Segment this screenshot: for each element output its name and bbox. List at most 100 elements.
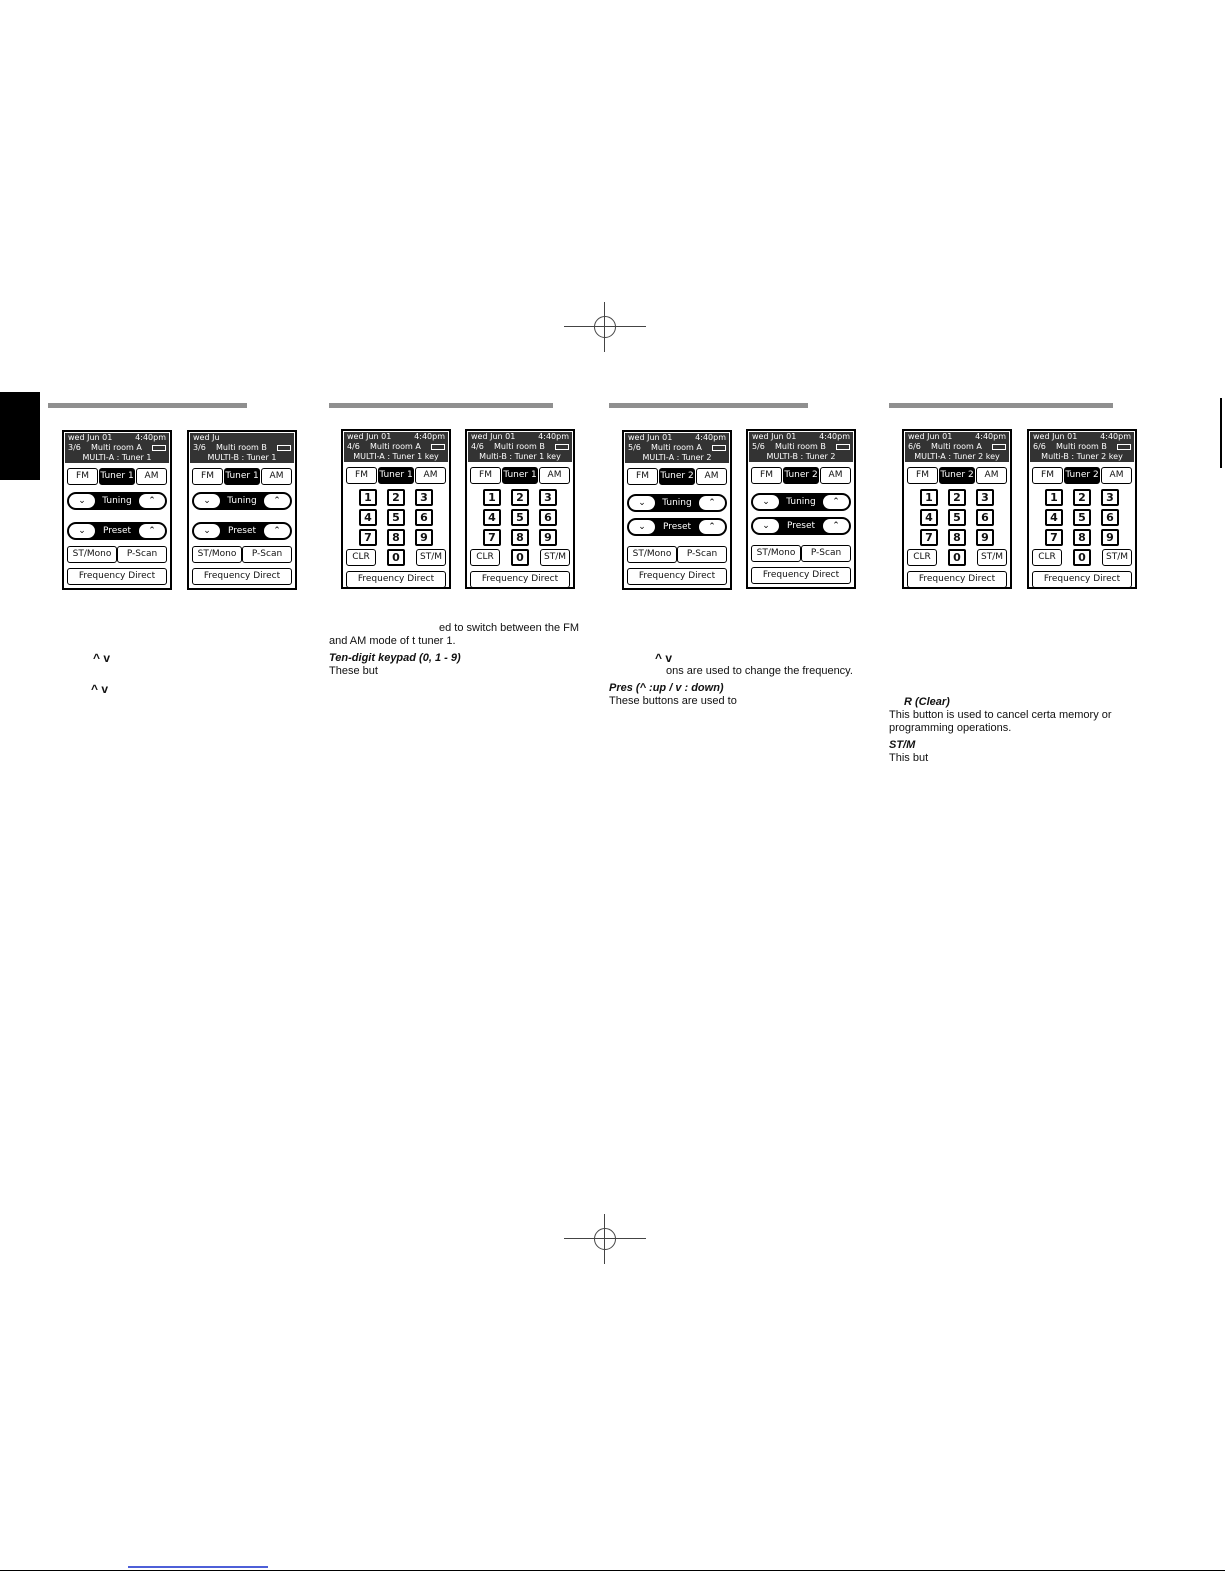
key-4[interactable]: 4 xyxy=(359,509,377,526)
key-7[interactable]: 7 xyxy=(920,529,938,546)
preset-down-button[interactable]: ⌄ xyxy=(753,519,779,533)
frequency-direct-button[interactable]: Frequency Direct xyxy=(907,571,1007,588)
st-m-button[interactable]: ST/M xyxy=(977,549,1007,566)
key-8[interactable]: 8 xyxy=(511,529,529,546)
key-4[interactable]: 4 xyxy=(920,509,938,526)
tuning-down-button[interactable]: ⌄ xyxy=(753,495,779,509)
key-9[interactable]: 9 xyxy=(415,529,433,546)
key-0[interactable]: 0 xyxy=(1073,549,1091,566)
frequency-direct-button[interactable]: Frequency Direct xyxy=(751,567,851,584)
p-scan-button[interactable]: P-Scan xyxy=(242,546,292,563)
fm-button[interactable]: FM xyxy=(907,467,938,484)
key-5[interactable]: 5 xyxy=(387,509,405,526)
tuning-up-button[interactable]: ⌃ xyxy=(139,494,165,508)
fm-button[interactable]: FM xyxy=(470,467,501,484)
fm-button[interactable]: FM xyxy=(751,467,782,484)
key-8[interactable]: 8 xyxy=(387,529,405,546)
preset-up-button[interactable]: ⌃ xyxy=(698,520,725,534)
key-2[interactable]: 2 xyxy=(511,489,529,506)
col2-body: These but xyxy=(329,665,378,677)
frequency-direct-button[interactable]: Frequency Direct xyxy=(346,571,446,588)
am-button[interactable]: AM xyxy=(976,467,1007,484)
key-2[interactable]: 2 xyxy=(387,489,405,506)
am-button[interactable]: AM xyxy=(696,468,727,485)
tuning-down-button[interactable]: ⌄ xyxy=(194,494,220,508)
page-indicator: 5/6 xyxy=(628,443,641,452)
st-mono-button[interactable]: ST/Mono xyxy=(192,546,242,563)
preset-up-button[interactable]: ⌃ xyxy=(822,519,849,533)
p-scan-button[interactable]: P-Scan xyxy=(677,546,727,563)
key-4[interactable]: 4 xyxy=(483,509,501,526)
key-5[interactable]: 5 xyxy=(1073,509,1091,526)
key-0[interactable]: 0 xyxy=(948,549,966,566)
clr-button[interactable]: CLR xyxy=(470,549,500,566)
key-0[interactable]: 0 xyxy=(387,549,405,566)
p-scan-button[interactable]: P-Scan xyxy=(801,545,851,562)
frequency-direct-button[interactable]: Frequency Direct xyxy=(470,571,570,588)
fm-button[interactable]: FM xyxy=(627,468,658,485)
clr-button[interactable]: CLR xyxy=(907,549,937,566)
preset-up-button[interactable]: ⌃ xyxy=(138,524,165,538)
key-4[interactable]: 4 xyxy=(1045,509,1063,526)
key-6[interactable]: 6 xyxy=(539,509,557,526)
key-7[interactable]: 7 xyxy=(1045,529,1063,546)
key-1[interactable]: 1 xyxy=(1045,489,1063,506)
st-mono-button[interactable]: ST/Mono xyxy=(67,546,117,563)
key-6[interactable]: 6 xyxy=(1101,509,1119,526)
st-m-button[interactable]: ST/M xyxy=(416,549,446,566)
key-9[interactable]: 9 xyxy=(1101,529,1119,546)
p-scan-button[interactable]: P-Scan xyxy=(117,546,167,563)
preset-down-button[interactable]: ⌄ xyxy=(69,524,95,538)
key-1[interactable]: 1 xyxy=(920,489,938,506)
preset-down-button[interactable]: ⌄ xyxy=(194,524,220,538)
key-5[interactable]: 5 xyxy=(948,509,966,526)
frequency-direct-button[interactable]: Frequency Direct xyxy=(67,568,167,585)
am-button[interactable]: AM xyxy=(539,467,570,484)
am-button[interactable]: AM xyxy=(261,468,292,485)
key-2[interactable]: 2 xyxy=(948,489,966,506)
am-button[interactable]: AM xyxy=(415,467,446,484)
key-7[interactable]: 7 xyxy=(359,529,377,546)
tuning-down-button[interactable]: ⌄ xyxy=(629,496,655,510)
key-8[interactable]: 8 xyxy=(1073,529,1091,546)
st-m-button[interactable]: ST/M xyxy=(1102,549,1132,566)
key-7[interactable]: 7 xyxy=(483,529,501,546)
preset-down-button[interactable]: ⌄ xyxy=(629,520,655,534)
key-9[interactable]: 9 xyxy=(539,529,557,546)
clr-button[interactable]: CLR xyxy=(346,549,376,566)
key-6[interactable]: 6 xyxy=(976,509,994,526)
preset-up-button[interactable]: ⌃ xyxy=(263,524,290,538)
tuning-up-button[interactable]: ⌃ xyxy=(699,496,725,510)
am-button[interactable]: AM xyxy=(136,468,167,485)
key-2[interactable]: 2 xyxy=(1073,489,1091,506)
key-9[interactable]: 9 xyxy=(976,529,994,546)
fm-button[interactable]: FM xyxy=(67,468,98,485)
st-mono-button[interactable]: ST/Mono xyxy=(751,545,801,562)
frequency-direct-button[interactable]: Frequency Direct xyxy=(192,568,292,585)
frequency-direct-button[interactable]: Frequency Direct xyxy=(627,568,727,585)
page-indicator: 6/6 xyxy=(908,442,921,451)
key-8[interactable]: 8 xyxy=(948,529,966,546)
fm-button[interactable]: FM xyxy=(192,468,223,485)
key-6[interactable]: 6 xyxy=(415,509,433,526)
frequency-direct-button[interactable]: Frequency Direct xyxy=(1032,571,1132,588)
bottom-link[interactable] xyxy=(128,1566,268,1568)
am-button[interactable]: AM xyxy=(1101,467,1132,484)
key-3[interactable]: 3 xyxy=(976,489,994,506)
tuning-up-button[interactable]: ⌃ xyxy=(823,495,849,509)
clr-button[interactable]: CLR xyxy=(1032,549,1062,566)
fm-button[interactable]: FM xyxy=(346,467,377,484)
fm-button[interactable]: FM xyxy=(1032,467,1063,484)
key-3[interactable]: 3 xyxy=(415,489,433,506)
key-1[interactable]: 1 xyxy=(359,489,377,506)
key-0[interactable]: 0 xyxy=(511,549,529,566)
key-3[interactable]: 3 xyxy=(1101,489,1119,506)
st-m-button[interactable]: ST/M xyxy=(540,549,570,566)
tuning-up-button[interactable]: ⌃ xyxy=(264,494,290,508)
key-3[interactable]: 3 xyxy=(539,489,557,506)
key-5[interactable]: 5 xyxy=(511,509,529,526)
key-1[interactable]: 1 xyxy=(483,489,501,506)
st-mono-button[interactable]: ST/Mono xyxy=(627,546,677,563)
am-button[interactable]: AM xyxy=(820,467,851,484)
tuning-down-button[interactable]: ⌄ xyxy=(69,494,95,508)
